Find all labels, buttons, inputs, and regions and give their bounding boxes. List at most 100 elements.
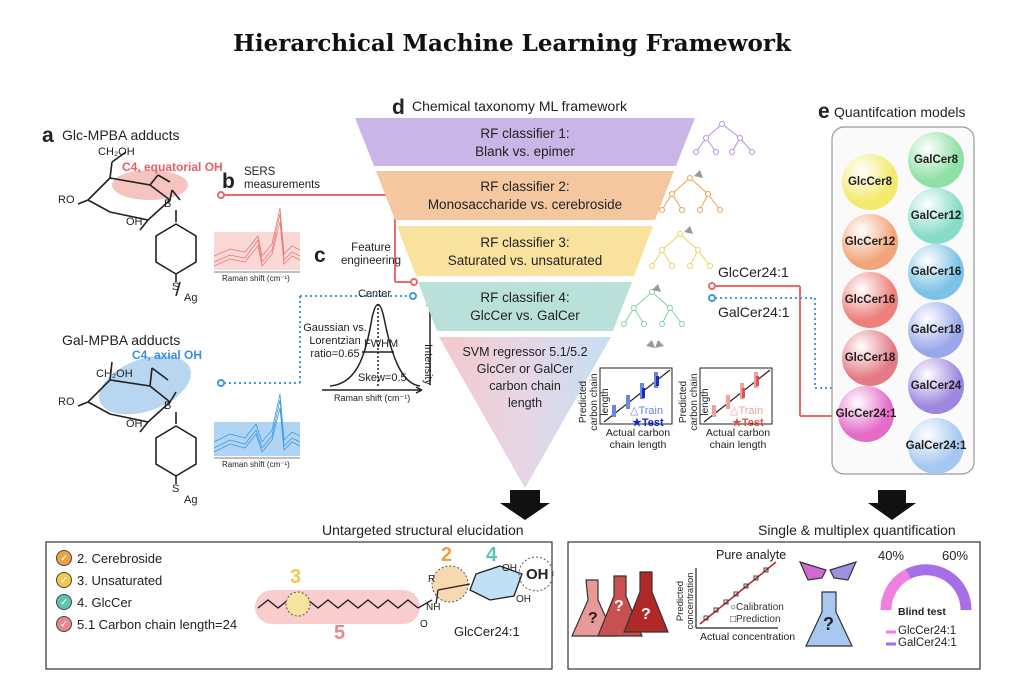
gal-ag: Ag [184,494,198,506]
ball-glccer12: GlcCer12 [842,214,898,270]
blind-legend-glc: GlcCer24:1 [898,625,957,637]
legend-unsaturated: ✓ 3. Unsaturated [56,572,162,588]
glc-molecule [77,151,197,297]
quant-header: Single & multiplex quantification [758,522,956,538]
sers-axis-glc: Raman shift (cm⁻¹) [222,274,290,283]
glc-title: Glc-MPBA adducts [62,127,180,143]
sers-spectra-gal [213,393,301,459]
peak-center: Center [358,288,392,300]
calib-ylabel: Predicted concentration [675,572,696,630]
pct-right: 60% [942,548,969,563]
connector-glc-e [708,282,836,417]
plot-gal-xlabel: Actual carbon chain length [705,427,771,451]
calibration-plot [695,561,778,629]
flasks-left [571,571,669,637]
funnel-level-1 [355,118,695,166]
peak-fwhm: FWHM [364,338,399,350]
glc-ag: Ag [184,292,198,304]
gal-s: S [172,483,180,495]
molecule-name: GlcCer24:1 [454,624,520,639]
peak-axis: Raman shift (cm⁻¹) [334,393,411,403]
ball-glccer18: GlcCer18 [842,330,898,386]
plot-gal-ylabel: Predicted carbon chain length [678,373,711,431]
decision-trees [621,121,755,348]
gal-b: B [164,400,172,412]
funnel-level-3 [397,226,653,276]
ball-galcer12: GalCer12 [908,188,964,244]
funnel-level-3-text: RF classifier 3: Saturated vs. unsaturat… [416,234,634,270]
glc-oh: OH [126,216,143,228]
gal-molecule [77,355,197,484]
legend-cerebroside-text: 2. Cerebroside [77,550,163,566]
marker-5: 5 [334,622,346,644]
ball-glccer24-1: GlcCer24:1 [836,386,896,442]
ball-galccer8: GalCer8 [908,132,964,188]
feature-label: Feature engineering [340,242,402,267]
funnel-level-4-text: RF classifier 4: GlcCer vs. GalCer [437,289,613,325]
glc-b: B [164,198,172,210]
level-4-title: RF classifier 4: [480,290,570,305]
level-1-sub: Blank vs. epimer [475,144,575,159]
blind-test-gauge [880,564,972,646]
calib-legend-calibration: ○Calibration [730,602,784,613]
funnel-level-1-text: RF classifier 1: Blank vs. epimer [374,125,676,161]
plot-glc-ylabel: Predicted carbon chain length [578,373,611,431]
blind-test-label: Blind test [898,606,946,618]
legend-glccer-text: 4. GlcCer [77,594,132,610]
blind-legend-gal: GalCer24:1 [898,637,957,649]
calib-xlabel: Actual concentration [700,631,796,643]
level-4-sub: GlcCer vs. GalCer [470,308,580,323]
pct-left: 40% [878,548,905,563]
feature-peak-plot [322,299,434,394]
ball-galcer24: GalCer24 [908,358,964,414]
gal-ro: RO [58,396,75,408]
regression-plot-gal [699,367,773,425]
ball-glccer8: GlcCer8 [842,154,898,210]
marker-3: 3 [290,566,302,588]
check-icon: ✓ [56,550,72,566]
glc-ro: RO [58,194,75,206]
ball-glccer16: GlcCer16 [842,272,898,328]
calib-legend-prediction: □Prediction [730,614,781,625]
down-arrows [500,490,916,520]
plot-glc-xlabel: Actual carbon chain length [605,427,671,451]
flask-question-1: ? [588,610,598,627]
legend-glccer: ✓ 4. GlcCer [56,594,132,610]
gal-ch2oh: CH₂OH [96,368,133,380]
flask-question-2: ? [614,598,624,615]
marker-4: 4 [486,544,498,566]
glc-ch2oh: CH₂OH [98,146,135,158]
check-icon: ✓ [56,616,72,632]
level-2-title: RF classifier 2: [480,179,570,194]
funnel-level-2-text: RF classifier 2: Monosaccharide vs. cere… [395,178,655,214]
legend-cerebroside: ✓ 2. Cerebroside [56,550,162,566]
plot-gal-test: ★Test [732,417,764,429]
mol-oh-1: OH [502,563,517,574]
panel-e-letter: e [818,100,830,123]
level-2-sub: Monosaccharide vs. cerebroside [427,197,623,212]
quant-label: Quantifcation models [834,104,966,120]
glc-s: S [172,281,180,293]
sers-spectra-glc [213,207,301,273]
structural-header: Untargeted structural elucidation [322,522,524,538]
glccer-molecule [255,556,554,624]
pure-analyte: Pure analyte [716,548,787,562]
connector-gal-b [217,292,417,387]
plot-glc-test: ★Test [632,417,664,429]
legend-chain-length: ✓ 5.1 Carbon chain length=24 [56,616,237,632]
structural-legend: ✓ 2. Cerebroside ✓ 3. Unsaturated ✓ 4. G… [46,542,296,669]
gal-note: C4, axial OH [132,348,203,362]
svm-text: SVM regressor 5.1/5.2 GlcCer or GalCer c… [455,344,595,412]
check-icon: ✓ [56,572,72,588]
mol-oh-highlight: OH [526,566,549,583]
flask-question-4: ? [823,614,834,634]
funnel-level-2 [376,171,674,220]
level-1-title: RF classifier 1: [480,126,570,141]
svm-line-2: GlcCer or GalCer [476,362,574,376]
glc-note: C4, equatorial OH [122,160,223,174]
funnel [355,118,695,488]
mol-r: R [428,574,436,585]
gal-output-label: GalCer24:1 [718,304,790,320]
peak-intensity: Intensity [422,344,434,385]
regression-plot-glc [599,367,673,425]
